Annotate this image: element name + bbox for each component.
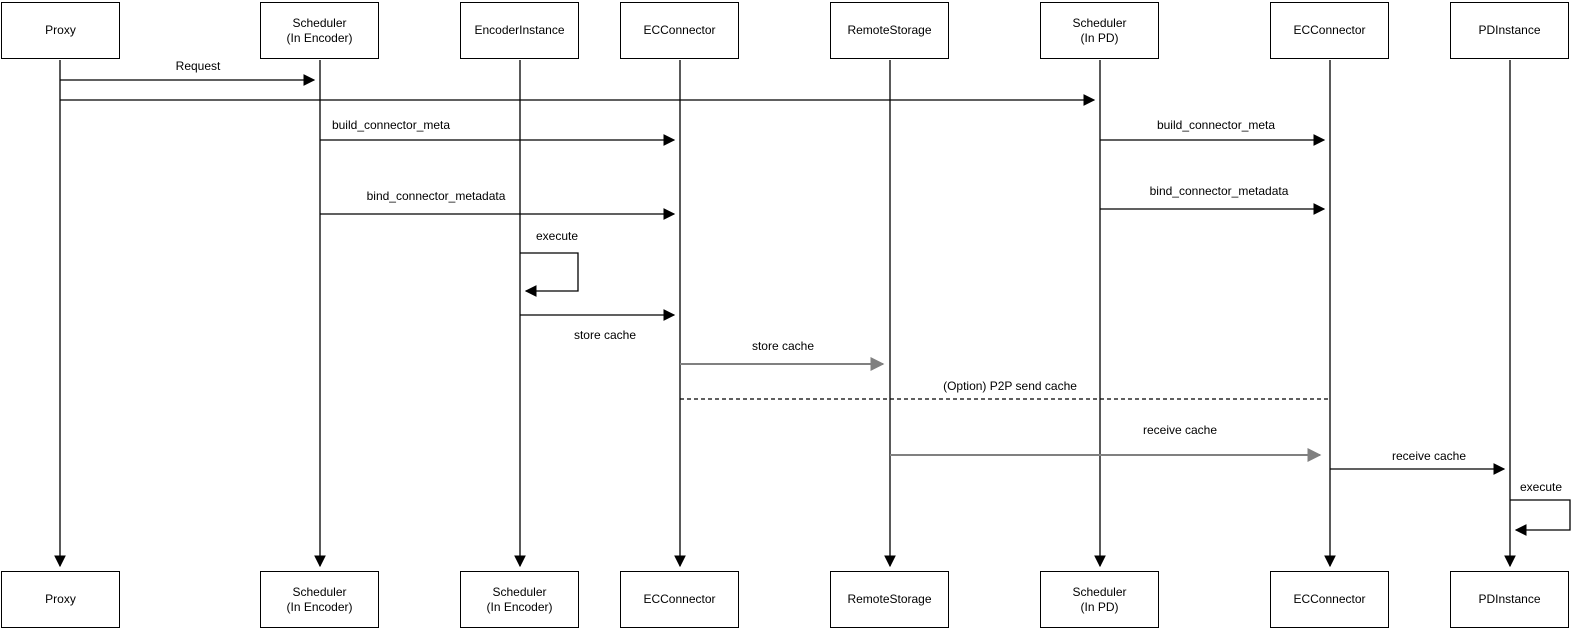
actor-bottom-ecconnector-left: ECConnector bbox=[620, 571, 739, 628]
message-label-build-connector-meta-r: build_connector_meta bbox=[1155, 118, 1277, 132]
actor-top-scheduler-encoder: Scheduler (In Encoder) bbox=[260, 2, 379, 59]
actor-label: Scheduler (In PD) bbox=[1072, 15, 1127, 45]
message-label-build-connector-meta-l: build_connector_meta bbox=[330, 118, 452, 132]
actor-label: PDInstance bbox=[1478, 23, 1541, 37]
message-label-bind-connector-metadata-r: bind_connector_metadata bbox=[1148, 184, 1290, 198]
actor-label: Scheduler (In Encoder) bbox=[486, 584, 553, 614]
actor-bottom-pdinstance: PDInstance bbox=[1450, 571, 1569, 628]
actor-label: Scheduler (In Encoder) bbox=[286, 15, 353, 45]
message-label-store-cache-2: store cache bbox=[750, 339, 816, 353]
message-label-p2p-send-cache: (Option) P2P send cache bbox=[942, 379, 1078, 393]
actor-label: Scheduler (In PD) bbox=[1072, 584, 1127, 614]
self-loop-execute-pd bbox=[1510, 499, 1571, 536]
actor-top-ecconnector-left: ECConnector bbox=[620, 2, 739, 59]
actor-bottom-scheduler-encoder: Scheduler (In Encoder) bbox=[260, 571, 379, 628]
message-label-execute-pd: execute bbox=[1518, 480, 1564, 494]
actor-label: RemoteStorage bbox=[847, 23, 932, 37]
actor-top-encoder-instance: EncoderInstance bbox=[460, 2, 579, 59]
actor-label: EncoderInstance bbox=[474, 23, 565, 37]
message-label-receive-cache-2: receive cache bbox=[1390, 449, 1468, 463]
self-loop-execute-encoder bbox=[520, 252, 579, 297]
actor-top-pdinstance: PDInstance bbox=[1450, 2, 1569, 59]
actor-label: Proxy bbox=[45, 23, 76, 37]
actor-label: PDInstance bbox=[1478, 592, 1541, 606]
message-label-bind-connector-metadata-l: bind_connector_metadata bbox=[365, 189, 507, 203]
actor-top-ecconnector-right: ECConnector bbox=[1270, 2, 1389, 59]
actor-top-remote-storage: RemoteStorage bbox=[830, 2, 949, 59]
actor-label: Proxy bbox=[45, 592, 76, 606]
actor-bottom-scheduler-pd: Scheduler (In PD) bbox=[1040, 571, 1159, 628]
actor-bottom-ecconnector-right: ECConnector bbox=[1270, 571, 1389, 628]
actor-label: ECConnector bbox=[643, 592, 716, 606]
actor-top-proxy: Proxy bbox=[1, 2, 120, 59]
message-label-request: Request bbox=[174, 59, 222, 73]
actor-label: Scheduler (In Encoder) bbox=[286, 584, 353, 614]
actor-bottom-scheduler-encoder-2: Scheduler (In Encoder) bbox=[460, 571, 579, 628]
actor-bottom-remote-storage: RemoteStorage bbox=[830, 571, 949, 628]
actor-label: RemoteStorage bbox=[847, 592, 932, 606]
message-label-receive-cache-1: receive cache bbox=[1141, 423, 1219, 437]
message-label-execute-encoder: execute bbox=[534, 229, 580, 243]
actor-label: ECConnector bbox=[643, 23, 716, 37]
actor-top-scheduler-pd: Scheduler (In PD) bbox=[1040, 2, 1159, 59]
actor-bottom-proxy: Proxy bbox=[1, 571, 120, 628]
actor-label: ECConnector bbox=[1293, 23, 1366, 37]
actor-label: ECConnector bbox=[1293, 592, 1366, 606]
message-label-store-cache-1: store cache bbox=[572, 328, 638, 342]
